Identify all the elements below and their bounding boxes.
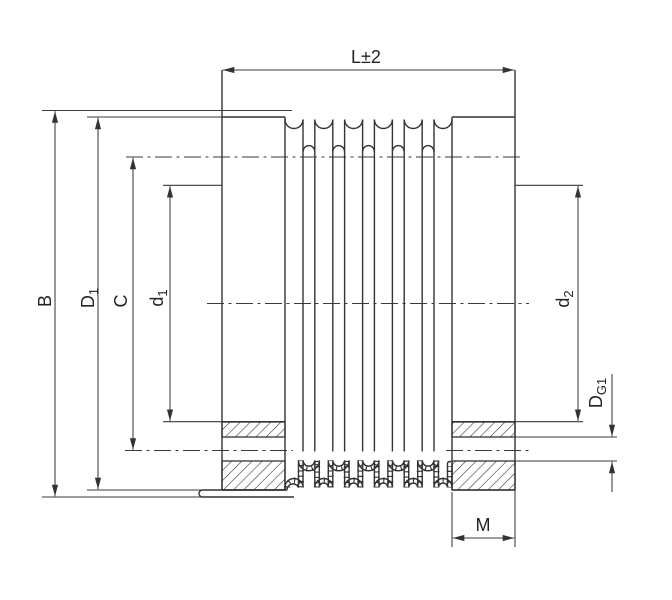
flange-right-section-lower (451, 460, 516, 491)
flange-left-section-upper (221, 421, 286, 438)
dimension-C: C (111, 157, 137, 450)
bellows-section (198, 459, 453, 498)
convolution-crest-arcs (284, 119, 453, 130)
dimension-d1: d1 (147, 186, 174, 421)
dimension-L: L±2 (222, 47, 515, 74)
flange-right-section-upper (451, 421, 516, 438)
dimension-D1: D1 (78, 117, 102, 490)
bellows-elevation (284, 119, 453, 452)
dim-label-DG1: DG1 (586, 378, 609, 408)
extension-lines (42, 109, 617, 547)
dim-label-DG1-sub: G1 (594, 378, 609, 395)
dim-label-L: L±2 (351, 47, 381, 67)
flange-left-section-lower (221, 460, 286, 491)
bellows-wall-outer-surface (284, 460, 453, 490)
centerlines (125, 156, 533, 452)
flange-right-section-edges (452, 421, 515, 491)
dimension-M: M (452, 515, 515, 542)
dim-label-D1-main: D (78, 295, 98, 308)
dim-label-d2-main: d (553, 298, 573, 308)
dim-label-d2: d2 (553, 290, 576, 307)
dim-label-D1: D1 (78, 288, 101, 308)
dim-label-DG1-main: D (586, 395, 606, 408)
convolution-silhouette-lines (302, 119, 435, 452)
dimension-d2: d2 (553, 186, 582, 421)
dim-label-d1: d1 (147, 289, 170, 306)
dim-label-C: C (111, 295, 131, 308)
dim-label-d1-main: d (147, 297, 167, 307)
dim-label-B: B (35, 295, 55, 307)
dim-label-d2-sub: 2 (561, 290, 576, 297)
dim-label-M: M (476, 515, 491, 535)
bellows-wall-hatch-ticks (284, 459, 453, 488)
bellows-cuff (198, 489, 294, 498)
bellows-wall-inner-surface (286, 460, 452, 491)
dimension-DG1: DG1 (586, 374, 616, 492)
cuff-end-cap (198, 489, 203, 498)
convolution-root-arcs (302, 144, 435, 152)
dim-label-d1-sub: 1 (155, 289, 170, 296)
dim-label-D1-sub: 1 (86, 288, 101, 295)
flange-left (221, 70, 286, 491)
flange-right (451, 70, 516, 491)
dimension-B: B (35, 111, 59, 497)
